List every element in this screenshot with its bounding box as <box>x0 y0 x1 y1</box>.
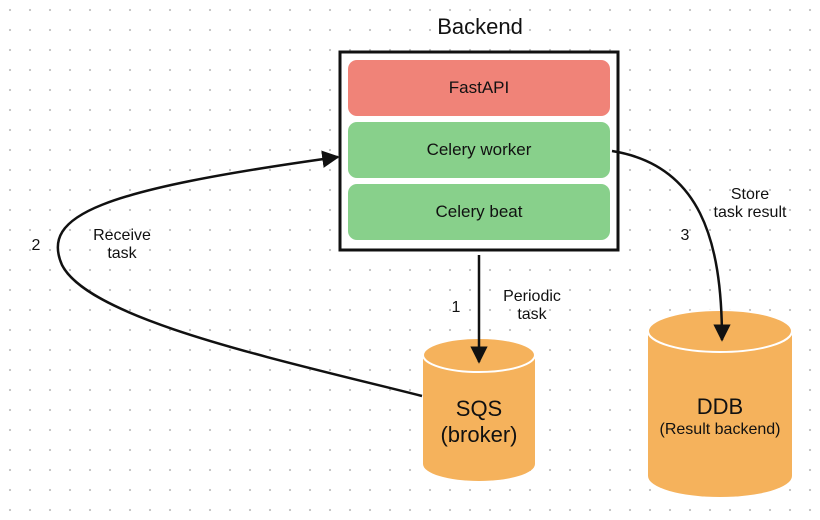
backend-title: Backend <box>437 14 523 39</box>
edge-3-label-line2: task result <box>713 204 787 222</box>
edge-2-number: 2 <box>31 237 41 254</box>
edge-1-label-line2: task <box>517 306 547 324</box>
sqs-label: SQS (broker) <box>423 396 535 449</box>
sqs-name: SQS <box>455 396 503 421</box>
edge-2-label-line1: Receive <box>93 227 151 244</box>
ddb-name: DDB <box>696 394 744 419</box>
ddb-subtitle: (Result backend) <box>659 421 781 439</box>
edge-store-task-result <box>611 149 731 342</box>
edge-1-label-line1: Periodic <box>503 288 561 305</box>
edge-1-number: 1 <box>451 299 461 316</box>
edge-3-label-line1: Store <box>730 186 770 203</box>
ddb-cylinder <box>647 309 793 497</box>
sqs-subtitle: (broker) <box>440 422 518 448</box>
edge-3-number: 3 <box>680 227 690 244</box>
ddb-label: DDB (Result backend) <box>642 394 798 440</box>
celery-worker-component: Celery worker <box>348 122 610 178</box>
edge-2-label-line2: task <box>107 245 137 263</box>
celery-beat-component: Celery beat <box>348 184 610 240</box>
edge-2-label: Receive task <box>80 227 164 264</box>
edge-receive-task <box>56 150 423 398</box>
fastapi-component: FastAPI <box>348 60 610 116</box>
edge-1-label: Periodic task <box>490 288 574 325</box>
edge-3-label: Store task result <box>700 186 800 223</box>
